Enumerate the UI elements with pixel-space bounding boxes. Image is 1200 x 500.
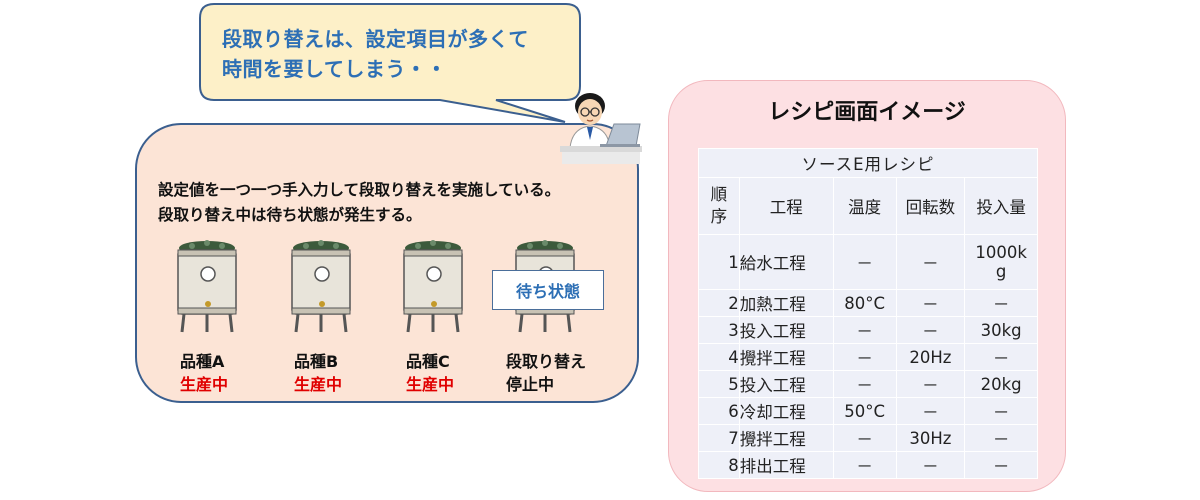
row-temperature: － [832,316,897,344]
row-temperature: － [832,370,897,398]
product-name: 段取り替え [506,352,587,371]
row-temperature: 80°C [832,289,897,317]
product-label: 段取り替え 停止中 [506,350,586,396]
speech-bubble-shape [199,3,581,123]
speech-bubble [0,0,640,130]
row-rotation: － [895,234,966,290]
table-row: 5 投入工程 － － 20kg [698,370,1038,398]
row-temperature: － [832,343,897,371]
row-temperature: － [832,424,897,452]
speech-line-2: 時間を要してしまう・・ [222,57,447,81]
speech-text: 段取り替えは、設定項目が多くて 時間を要してしまう・・ [222,24,572,84]
current-state-description: 設定値を一つ一つ手入力して段取り替えを実施している。 段取り替え中は待ち状態が発… [158,178,628,228]
row-order: 6 [698,397,740,425]
row-temperature: － [832,451,897,479]
recipe-caption: ソースE用レシピ [698,148,1038,178]
product-label: 品種B 生産中 [294,350,342,396]
row-process: 給水工程 [738,234,834,290]
row-temperature: － [832,234,897,290]
header-temperature: 温度 [832,177,897,235]
row-process: 攪拌工程 [738,343,834,371]
person-at-laptop-icon [560,88,644,168]
row-process: 加熱工程 [738,289,834,317]
speech-line-1: 段取り替えは、設定項目が多くて [222,27,529,51]
row-order: 5 [698,370,740,398]
table-row: 6 冷却工程 50°C － － [698,397,1038,425]
row-rotation: － [895,397,966,425]
row-order: 1 [698,234,740,290]
row-input-amount: － [964,424,1038,452]
row-rotation: － [895,289,966,317]
table-row: 7 攪拌工程 － 30Hz － [698,424,1038,452]
row-process: 排出工程 [738,451,834,479]
product-status: 生産中 [294,375,343,394]
table-row: 4 攪拌工程 － 20Hz － [698,343,1038,371]
row-order: 7 [698,424,740,452]
product-name: 品種B [294,352,339,371]
row-order: 4 [698,343,740,371]
recipe-screen-title: レシピ画面イメージ [768,100,966,125]
table-row: 8 排出工程 － － － [698,451,1038,479]
row-process: 投入工程 [738,316,834,344]
table-row: 3 投入工程 － － 30kg [698,316,1038,344]
row-process: 攪拌工程 [738,424,834,452]
product-label: 品種C 生産中 [406,350,454,396]
row-rotation: － [895,316,966,344]
tank-icon [291,240,351,333]
product-name: 品種A [180,352,225,371]
row-input-amount: － [964,343,1038,371]
row-input-amount: － [964,397,1038,425]
tank-icon [177,240,237,333]
tank-icon [403,240,463,333]
waiting-state-badge: 待ち状態 [492,270,604,310]
product-label: 品種A 生産中 [180,350,228,396]
header-order: 順序 [698,177,740,235]
row-rotation: 20Hz [895,343,966,371]
header-input-amount: 投入量 [964,177,1038,235]
table-row: 2 加熱工程 80°C － － [698,289,1038,317]
product-status: 生産中 [180,375,229,394]
table-header-row: 順序 工程 温度 回転数 投入量 [698,177,1038,235]
product-name: 品種C [406,352,450,371]
row-rotation: － [895,370,966,398]
row-order: 3 [698,316,740,344]
row-rotation: 30Hz [895,424,966,452]
header-process: 工程 [738,177,834,235]
description-line-1: 設定値を一つ一つ手入力して段取り替えを実施している。 [158,181,561,199]
header-rotation: 回転数 [895,177,966,235]
row-input-amount: － [964,289,1038,317]
product-status: 生産中 [406,375,455,394]
row-process: 投入工程 [738,370,834,398]
row-process: 冷却工程 [738,397,834,425]
row-temperature: 50°C [832,397,897,425]
row-input-amount: － [964,451,1038,479]
description-line-2: 段取り替え中は待ち状態が発生する。 [158,206,422,224]
row-input-amount: 30kg [964,316,1038,344]
product-status: 停止中 [506,375,555,394]
row-order: 8 [698,451,740,479]
row-rotation: － [895,451,966,479]
row-input-amount: 20kg [964,370,1038,398]
row-order: 2 [698,289,740,317]
recipe-table: ソースE用レシピ 順序 工程 温度 回転数 投入量 1 給水工程 － － 100… [698,148,1038,479]
